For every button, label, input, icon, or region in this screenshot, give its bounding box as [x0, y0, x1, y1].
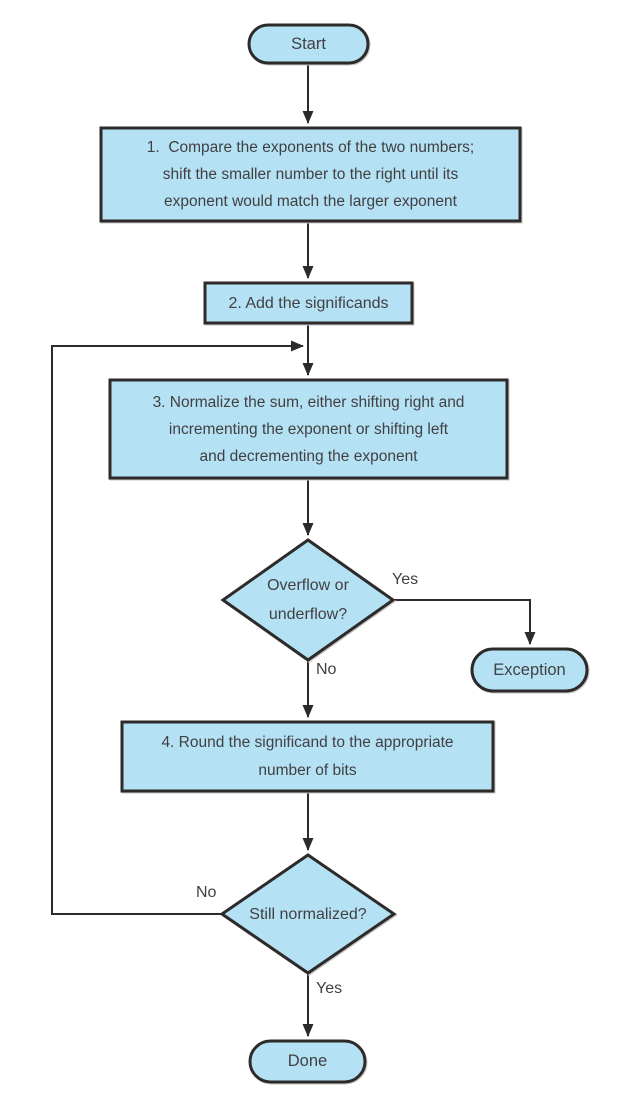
- edge-normalized-no-loop: [51, 340, 304, 915]
- node-layer: [99, 23, 589, 1084]
- start-terminator-shape: [247, 23, 370, 65]
- exception-terminator-shape: [470, 647, 589, 693]
- connector-layer: [51, 63, 536, 1037]
- step1-process-shape: [99, 126, 522, 223]
- step3-process-shape: [108, 378, 509, 480]
- step2-process-shape: [203, 281, 414, 325]
- done-terminator-shape: [248, 1039, 367, 1084]
- step4-process-shape: [120, 720, 495, 793]
- edge-overflow-yes-to-exception: [393, 599, 536, 645]
- overflow-decision-shape: [220, 538, 396, 662]
- normalized-decision-shape: [219, 853, 397, 975]
